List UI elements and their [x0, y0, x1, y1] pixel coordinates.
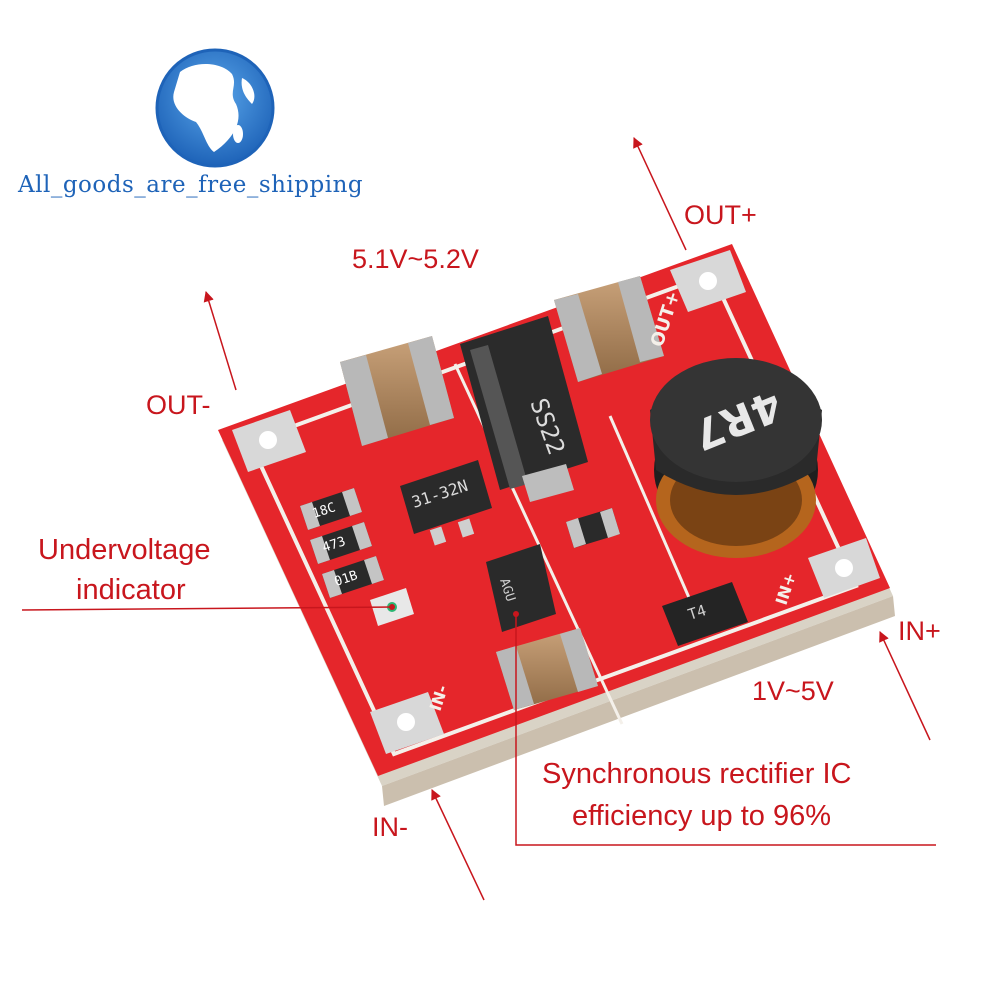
label-rectifier-line2: efficiency up to 96% — [572, 800, 832, 832]
annotation-lines — [21, 137, 936, 901]
label-in-plus: IN+ — [898, 616, 941, 646]
label-out-plus: OUT+ — [684, 200, 757, 230]
resistor-2-marking: 473 — [321, 534, 348, 556]
capacitor-out-2 — [554, 276, 664, 382]
brand-name: All_goods_are_free_shipping — [18, 172, 364, 198]
mount-hole-out-plus — [670, 250, 746, 312]
mount-hole-out-minus — [232, 410, 306, 472]
boost-converter-pcb: SS22 4R7 31-32N 18C — [218, 244, 895, 806]
ic-synchronous-rectifier: AGU — [486, 544, 556, 632]
inductor-4r7: 4R7 — [650, 358, 822, 558]
mount-hole-in-minus — [370, 692, 444, 754]
label-input-voltage: 1V~5V — [752, 676, 834, 706]
mount-hole-in-plus — [808, 538, 880, 598]
label-undervoltage-line2: indicator — [76, 574, 186, 606]
transistor-t4: T4 — [662, 582, 748, 646]
globe-logo-icon — [155, 48, 275, 168]
arrow-in-minus — [431, 789, 485, 901]
resistor-01b: 01B — [322, 556, 384, 598]
resistor-18c: 18C — [300, 488, 362, 530]
label-rectifier-line1: Synchronous rectifier IC — [542, 758, 852, 790]
label-in-minus: IN- — [372, 812, 408, 842]
capacitor-out — [340, 336, 454, 446]
transistor-marking: T4 — [686, 601, 709, 624]
ic-31-32n: 31-32N — [400, 460, 492, 546]
resistor-1-marking: 18C — [311, 500, 338, 522]
label-out-minus: OUT- — [146, 390, 211, 420]
leader-rectifier — [515, 614, 936, 846]
label-output-voltage: 5.1V~5.2V — [352, 244, 479, 274]
label-undervoltage-line1: Undervoltage — [38, 534, 211, 566]
leader-undervoltage — [21, 606, 393, 611]
arrow-out-plus — [633, 137, 687, 251]
resistor-small — [566, 508, 620, 548]
diode-ss22: SS22 — [460, 316, 588, 502]
arrow-in-plus — [879, 631, 931, 741]
arrow-out-minus — [203, 290, 237, 391]
capacitor-in — [496, 628, 598, 710]
leader-dot-led — [389, 604, 395, 610]
leader-dot-ic — [513, 611, 519, 617]
resistor-473: 473 — [310, 522, 372, 564]
ic2-marking: AGU — [496, 577, 518, 604]
resistor-3-marking: 01B — [333, 568, 360, 590]
